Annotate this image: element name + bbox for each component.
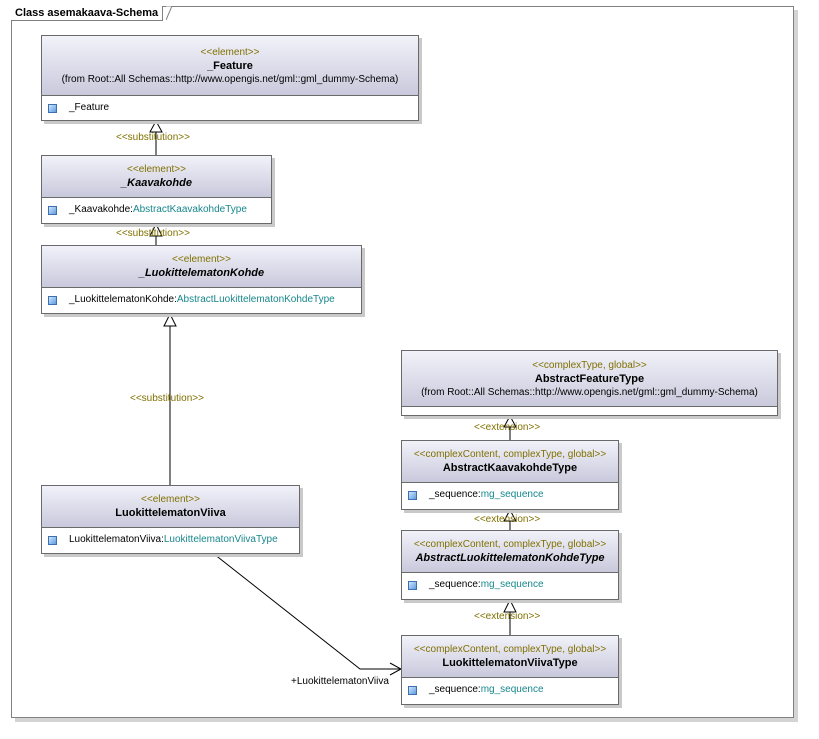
attribute-row[interactable]: _LuokittelematonKohde:AbstractLuokittele…	[48, 293, 355, 307]
attribute-icon	[48, 103, 57, 113]
class-feature-stereotype: <<element>>	[200, 46, 260, 58]
attribute-row[interactable]: _sequence:mg_sequence	[408, 578, 612, 592]
extension-label-3: <<extension>>	[474, 611, 541, 622]
class-kaavakohde-stereotype: <<element>>	[127, 164, 186, 175]
class-kaavakohde[interactable]: <<element>> _Kaavakohde _Kaavakohde:Abst…	[41, 155, 272, 224]
class-luokittelematon-viiva-type-name: LuokittelematonViivaType	[442, 657, 578, 669]
attribute-name: _Kaavakohde:	[69, 204, 133, 215]
class-luokittelematon-viiva-header: <<element>> LuokittelematonViiva	[42, 486, 299, 528]
class-luokittelematon-viiva-type-attributes: _sequence:mg_sequence	[402, 678, 618, 699]
class-kaavakohde-header: <<element>> _Kaavakohde	[42, 156, 271, 198]
class-feature-header: <<element>> _Feature (from Root::All Sch…	[42, 36, 418, 96]
association-line-viiva-viivatype[interactable]	[213, 553, 401, 670]
attribute-name: LuokittelematonViiva:	[69, 534, 164, 545]
extension-arrowhead-luokkohdetype	[503, 598, 517, 613]
attribute-type: LuokittelematonViivaType	[163, 534, 278, 545]
association-role-label: +LuokittelematonViiva	[291, 676, 389, 687]
class-abstract-kaavakohde-type-name: AbstractKaavakohdeType	[442, 462, 578, 474]
class-luokittelematon-viiva-name: LuokittelematonViiva	[115, 507, 226, 519]
frame-title-tab-corner	[166, 6, 173, 21]
class-abstract-kaavakohde-type-header: <<complexContent, complexType, global>> …	[402, 441, 618, 483]
attribute-name: _sequence:	[429, 489, 481, 500]
attribute-name: _LuokittelematonKohde:	[69, 294, 177, 305]
class-feature-from: (from Root::All Schemas::http://www.open…	[61, 73, 399, 85]
attribute-type: mg_sequence	[480, 684, 544, 695]
class-abstract-feature-type[interactable]: <<complexType, global>> AbstractFeatureT…	[401, 350, 778, 416]
class-luokittelematon-viiva-type-header: <<complexContent, complexType, global>> …	[402, 636, 618, 678]
attribute-type: mg_sequence	[480, 579, 544, 590]
attribute-icon	[48, 205, 57, 215]
class-luokittelematon-kohde-attributes: _LuokittelematonKohde:AbstractLuokittele…	[42, 288, 361, 309]
class-feature-name: _Feature	[207, 59, 253, 72]
extension-label-2: <<extension>>	[474, 514, 541, 525]
class-abstract-kaavakohde-type-attributes: _sequence:mg_sequence	[402, 483, 618, 504]
class-luokittelematon-viiva-attributes: LuokittelematonViiva:LuokittelematonViiv…	[42, 528, 299, 549]
attribute-icon	[408, 685, 417, 695]
extension-arrowhead-kaavakohdetype	[503, 508, 517, 522]
class-kaavakohde-attributes: _Kaavakohde:AbstractKaavakohdeType	[42, 198, 271, 219]
attribute-name: _Feature	[69, 102, 110, 113]
class-abstract-luokittelematon-kohde-type[interactable]: <<complexContent, complexType, global>> …	[401, 530, 619, 600]
class-abstract-kaavakohde-type-stereotype: <<complexContent, complexType, global>>	[413, 449, 607, 460]
attribute-row[interactable]: _Kaavakohde:AbstractKaavakohdeType	[48, 203, 265, 217]
attribute-icon	[408, 490, 417, 500]
class-abstract-feature-type-from: (from Root::All Schemas::http://www.open…	[421, 386, 758, 398]
class-abstract-feature-type-header: <<complexType, global>> AbstractFeatureT…	[402, 351, 777, 407]
class-feature[interactable]: <<element>> _Feature (from Root::All Sch…	[41, 35, 419, 121]
attribute-row[interactable]: _Feature	[48, 101, 412, 115]
class-abstract-kaavakohde-type[interactable]: <<complexContent, complexType, global>> …	[401, 440, 619, 510]
attribute-icon	[48, 295, 57, 305]
extension-arrowhead-featuretype	[503, 414, 517, 428]
class-luokittelematon-viiva-type[interactable]: <<complexContent, complexType, global>> …	[401, 635, 619, 705]
generalization-arrowhead-luokkohde	[163, 312, 177, 327]
class-luokittelematon-viiva-stereotype: <<element>>	[141, 494, 200, 505]
class-luokittelematon-kohde-stereotype: <<element>>	[172, 254, 231, 265]
class-luokittelematon-viiva[interactable]: <<element>> LuokittelematonViiva Luokitt…	[41, 485, 300, 554]
attribute-type: mg_sequence	[480, 489, 544, 500]
generalization-arrowhead-kaavakohde	[149, 222, 163, 237]
extension-label-1: <<extension>>	[474, 422, 541, 433]
attribute-icon	[48, 535, 57, 545]
class-kaavakohde-name: _Kaavakohde	[121, 177, 192, 189]
attribute-type: AbstractKaavakohdeType	[132, 204, 247, 215]
substitution-label-1: <<substitution>>	[116, 132, 190, 143]
attribute-name: _sequence:	[429, 684, 481, 695]
attribute-row[interactable]: _sequence:mg_sequence	[408, 683, 612, 697]
attribute-icon	[408, 580, 417, 590]
class-abstract-luokittelematon-kohde-type-stereotype: <<complexContent, complexType, global>>	[413, 539, 607, 550]
class-abstract-feature-type-name: AbstractFeatureType	[534, 372, 645, 385]
substitution-label-2: <<substitution>>	[116, 228, 190, 239]
class-luokittelematon-kohde[interactable]: <<element>> _LuokittelematonKohde _Luoki…	[41, 245, 362, 314]
class-abstract-luokittelematon-kohde-type-name: AbstractLuokittelematonKohdeType	[415, 552, 605, 564]
class-abstract-feature-type-stereotype: <<complexType, global>>	[532, 359, 647, 371]
attribute-name: _sequence:	[429, 579, 481, 590]
substitution-label-3: <<substitution>>	[130, 393, 204, 404]
generalization-arrowhead-feature	[149, 119, 163, 133]
class-abstract-luokittelematon-kohde-type-header: <<complexContent, complexType, global>> …	[402, 531, 618, 573]
class-luokittelematon-kohde-name: _LuokittelematonKohde	[138, 267, 265, 279]
diagram-frame-title: Class asemakaava-Schema	[11, 6, 164, 21]
attribute-row[interactable]: _sequence:mg_sequence	[408, 488, 612, 502]
class-abstract-luokittelematon-kohde-type-attributes: _sequence:mg_sequence	[402, 573, 618, 594]
class-luokittelematon-kohde-header: <<element>> _LuokittelematonKohde	[42, 246, 361, 288]
attribute-row[interactable]: LuokittelematonViiva:LuokittelematonViiv…	[48, 533, 293, 547]
attribute-type: AbstractLuokittelematonKohdeType	[176, 294, 335, 305]
class-luokittelematon-viiva-type-stereotype: <<complexContent, complexType, global>>	[413, 644, 607, 655]
class-feature-attributes: _Feature	[42, 96, 418, 117]
